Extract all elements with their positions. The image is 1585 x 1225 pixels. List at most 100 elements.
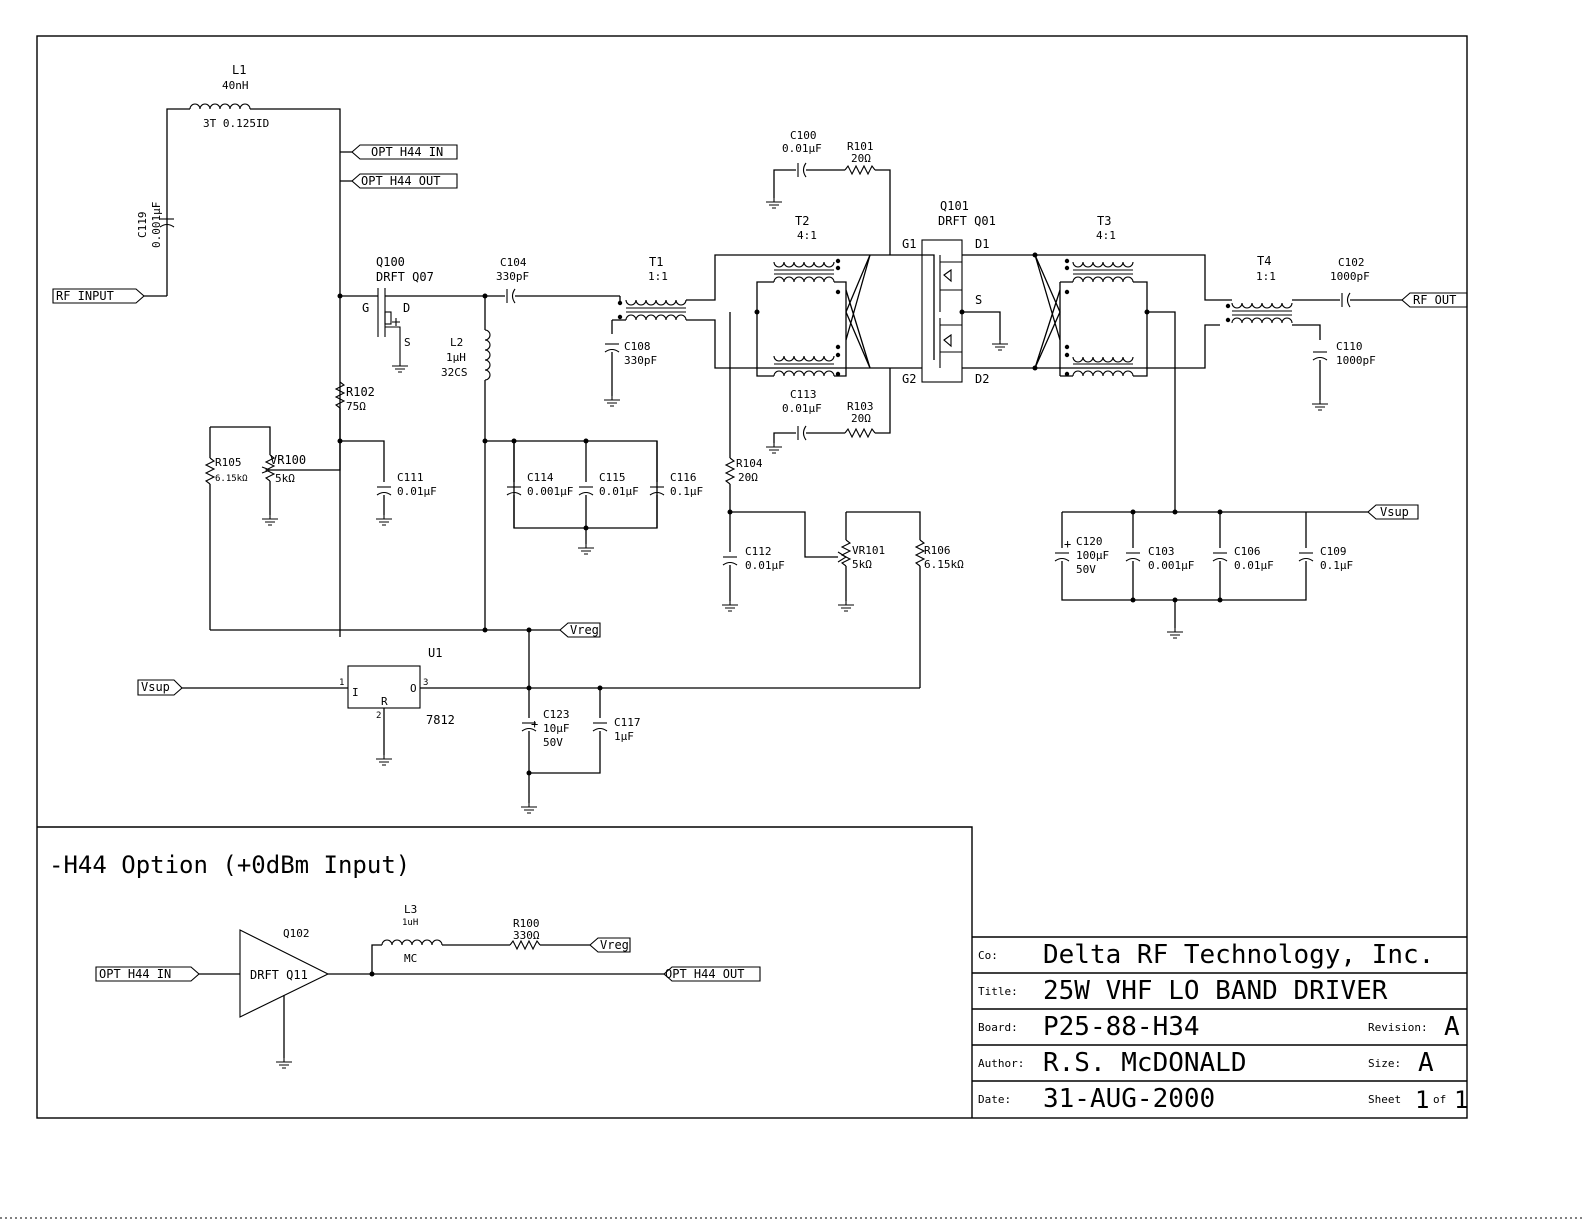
l3-ref: L3 <box>404 903 417 916</box>
t3-ratio: 4:1 <box>1096 229 1116 242</box>
c117-value: 1µF <box>614 730 634 743</box>
co-label: Co: <box>978 949 998 962</box>
vr100-ref: VR100 <box>270 453 306 467</box>
rf-input-port <box>52 288 145 304</box>
t3-transformer: T3 4:1 <box>1034 214 1232 512</box>
t4-ref: T4 <box>1257 254 1271 268</box>
c109-value: 0.1µF <box>1320 559 1353 572</box>
c112-value: 0.01µF <box>745 559 785 572</box>
l1-coil <box>189 103 251 110</box>
vsup-right-label: Vsup <box>1380 505 1409 519</box>
r104-value: 20Ω <box>738 471 758 484</box>
l2-note: 32CS <box>441 366 468 379</box>
option-vreg-port <box>589 937 631 953</box>
c108-cap <box>604 343 620 353</box>
q100-type: DRFT Q07 <box>376 270 434 284</box>
t2-transformer: T2 4:1 <box>754 214 890 377</box>
l1-note: 3T 0.125ID <box>203 117 269 130</box>
c116-value: 0.1µF <box>670 485 703 498</box>
c103-ref: C103 <box>1148 545 1175 558</box>
l2-value: 1µH <box>446 351 466 364</box>
vsup-left-port <box>137 679 183 696</box>
q100-ref: Q100 <box>376 255 405 269</box>
h44-option: -H44 Option (+0dBm Input) OPT_H44_IN DRF… <box>49 851 761 1069</box>
c120-value: 100µF <box>1076 549 1109 562</box>
regulator-section: Vreg Vsup U1 7812 I O R 1 3 2 + C123 10µ… <box>137 622 920 814</box>
vreg-label: Vreg <box>570 623 599 637</box>
company-name: Delta RF Technology, Inc. <box>1043 940 1434 970</box>
title-label: Title: <box>978 985 1018 998</box>
c114-value: 0.001µF <box>527 485 573 498</box>
q101-type: DRFT Q01 <box>938 214 996 228</box>
t3-ref: T3 <box>1097 214 1111 228</box>
c113-ref: C113 <box>790 388 817 401</box>
vr101-value: 5kΩ <box>852 558 872 571</box>
r106-value: 6.15kΩ <box>924 558 964 571</box>
l3-note: MC <box>404 952 417 965</box>
c120-ref: C120 <box>1076 535 1103 548</box>
c120-voltage: 50V <box>1076 563 1096 576</box>
q101-pin-g2: G2 <box>902 372 916 386</box>
r100-ref: R100 <box>513 917 540 930</box>
gate-networks: C100 0.01µF R101 20Ω C113 0.01µF R103 20… <box>765 129 891 454</box>
r101-ref: R101 <box>847 140 874 153</box>
q102-ref: Q102 <box>283 927 310 940</box>
rf-out-label: RF_OUT <box>1413 293 1456 307</box>
r103-value: 20Ω <box>851 412 871 425</box>
option-opt-out-label: OPT_H44_OUT <box>665 967 744 981</box>
u1-pin-i: I <box>352 686 359 699</box>
c110-ref: C110 <box>1336 340 1363 353</box>
sheet-number: 1 <box>1415 1086 1429 1114</box>
board-number: P25-88-H34 <box>1043 1012 1200 1042</box>
c123-ref: C123 <box>543 708 570 721</box>
l3-value: 1uH <box>402 918 418 928</box>
sheet-label: Sheet <box>1368 1093 1401 1106</box>
revision-label: Revision: <box>1368 1021 1428 1034</box>
q101-pin-s: S <box>975 293 982 307</box>
c123-value: 10µF <box>543 722 570 735</box>
c111-value: 0.01µF <box>397 485 437 498</box>
c108-value: 330pF <box>624 354 657 367</box>
c119-value: 0.001µF <box>150 202 163 248</box>
q100-pin-s: S <box>404 336 411 349</box>
l2-ref: L2 <box>450 336 463 349</box>
q100-transistor: Q100 DRFT Q07 G D S <box>340 255 505 373</box>
rf-out-port <box>1401 292 1468 308</box>
title-block: Co: Delta RF Technology, Inc. Title: 25W… <box>972 936 1468 1114</box>
r105-value: 6.15kΩ <box>215 474 248 484</box>
c115-value: 0.01µF <box>599 485 639 498</box>
c114-ref: C114 <box>527 471 554 484</box>
c108-ref: C108 <box>624 340 651 353</box>
c103-value: 0.001µF <box>1148 559 1194 572</box>
t2-ratio: 4:1 <box>797 229 817 242</box>
c104-value: 330pF <box>496 270 529 283</box>
q100-pin-d: D <box>403 301 410 315</box>
c106-ref: C106 <box>1234 545 1261 558</box>
r103-ref: R103 <box>847 400 874 413</box>
q101-transistor: Q101 DRFT Q01 G1 D1 S G2 D2 <box>890 199 1038 386</box>
rf-input-label: RF_INPUT <box>56 289 114 303</box>
supply-bank: Vsup + C120 100µF 50V C103 0.001µF C106 … <box>1054 504 1419 639</box>
board-label: Board: <box>978 1021 1018 1034</box>
option-opt-out-port <box>663 966 761 982</box>
r102-value: 75Ω <box>346 400 366 413</box>
output-network: RF_OUT T4 1:1 C102 1000pF C110 1000pF <box>1225 254 1468 411</box>
opt-out-label: OPT_H44_OUT <box>361 174 440 188</box>
gate-bias: R104 20Ω C112 0.01µF VR101 5kΩ R106 6.15… <box>721 312 964 688</box>
u1-pin-3: 3 <box>423 678 428 688</box>
c113-value: 0.01µF <box>782 402 822 415</box>
c123-plus: + <box>531 717 538 731</box>
c111-ref: C111 <box>397 471 424 484</box>
date-value: 31-AUG-2000 <box>1043 1084 1215 1114</box>
c109-ref: C109 <box>1320 545 1347 558</box>
t1-network: C104 330pF T1 1:1 C108 330pF <box>496 254 785 407</box>
vsup-left-label: Vsup <box>141 680 170 694</box>
r106-ref: R106 <box>924 544 951 557</box>
c120-plus: + <box>1064 537 1071 551</box>
l1-ref: L1 <box>232 63 246 77</box>
t2-ref: T2 <box>795 214 809 228</box>
option-vreg-label: Vreg <box>600 938 629 952</box>
u1-pin-1: 1 <box>339 678 344 688</box>
c112-ref: C112 <box>745 545 772 558</box>
c100-value: 0.01µF <box>782 142 822 155</box>
